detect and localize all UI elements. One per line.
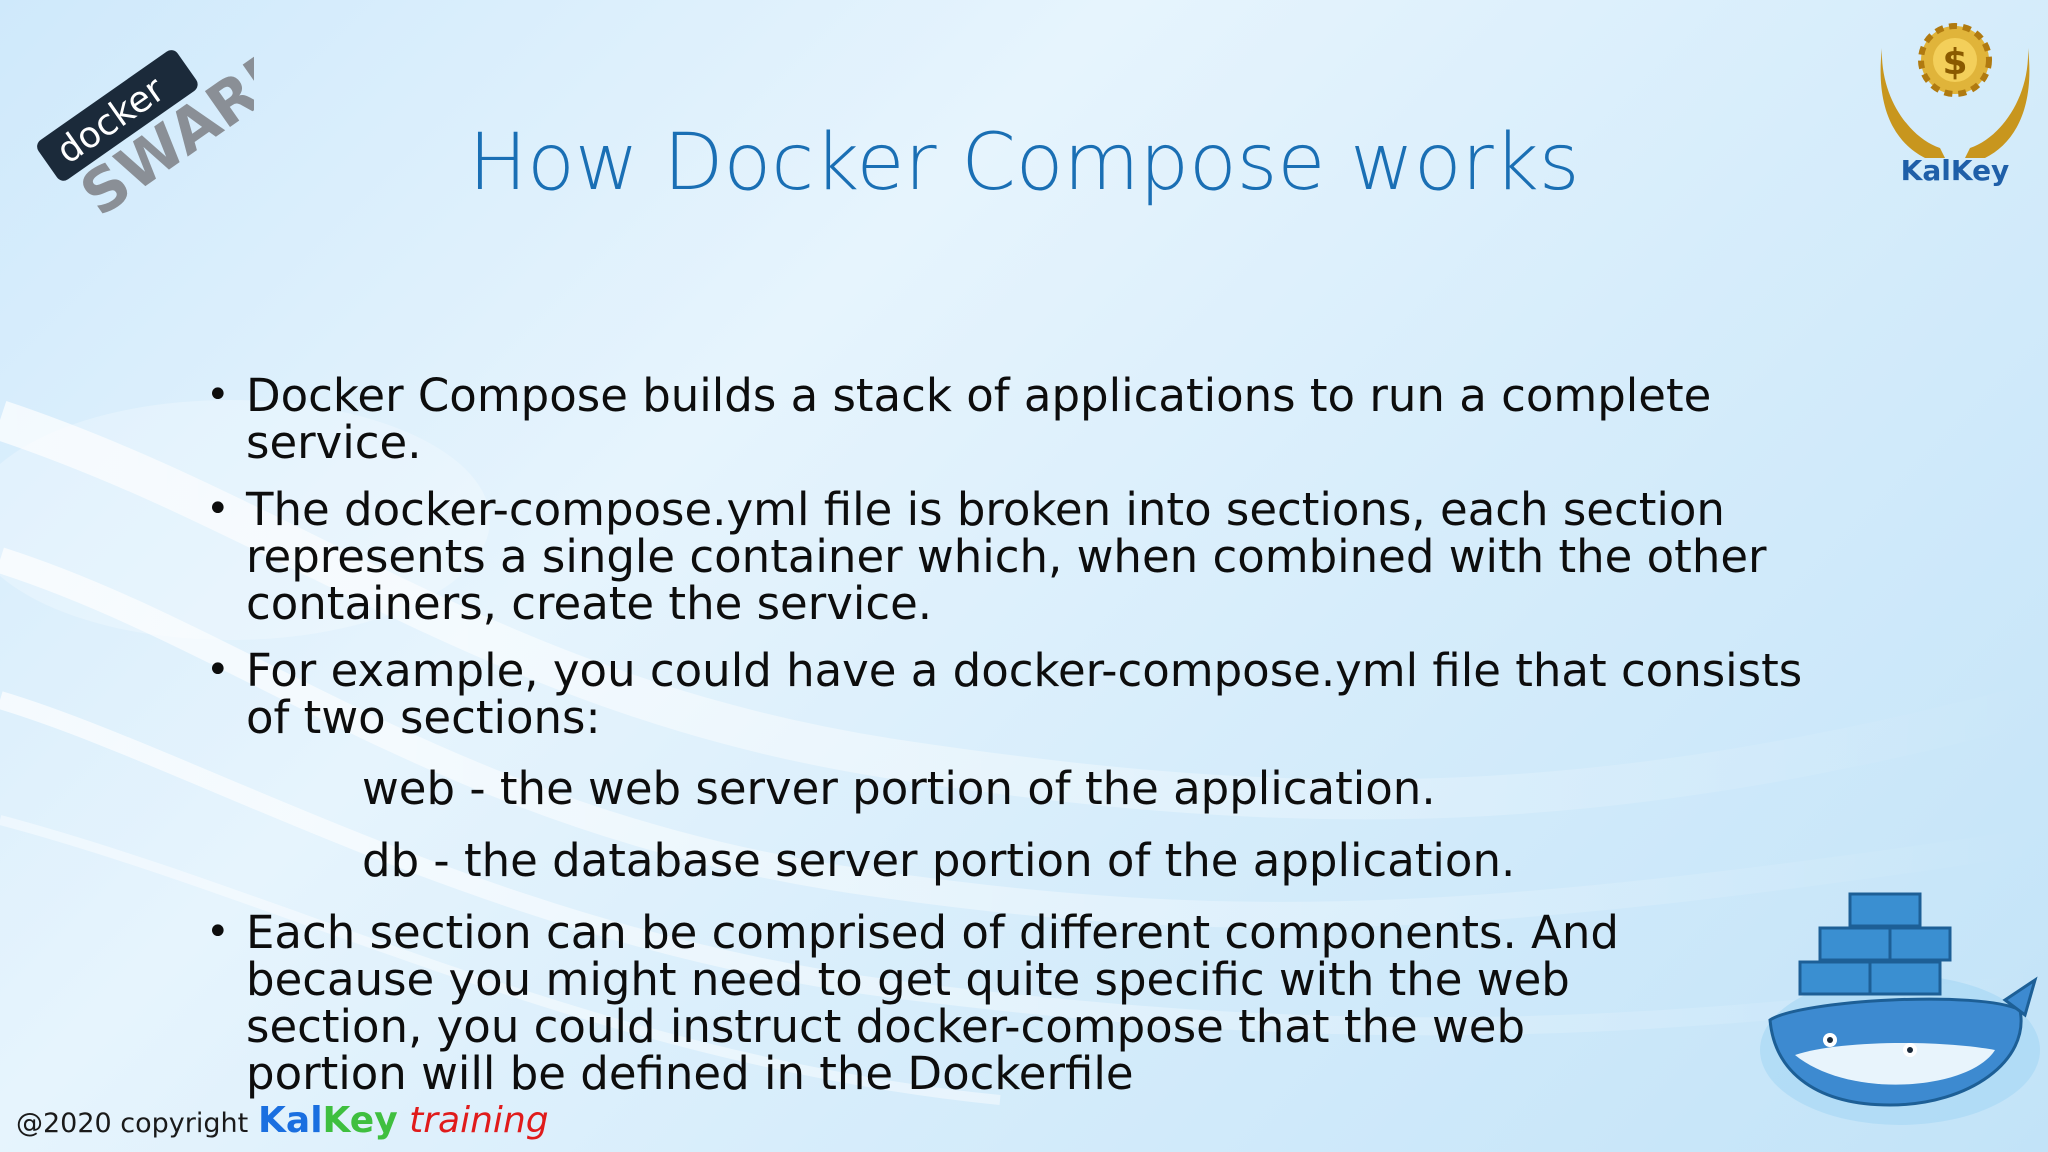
brand-training: training: [409, 1100, 549, 1141]
bullet-dot: •: [206, 486, 230, 532]
kalkey-logo: $ KalKey: [1880, 23, 2030, 187]
bullet-item: • Docker Compose builds a stack of appli…: [200, 372, 1820, 466]
bullet-dot: •: [206, 647, 230, 693]
bullet-dot: •: [206, 372, 230, 418]
bullet-text: For example, you could have a docker-com…: [246, 644, 1803, 744]
bullet-item: • The docker-compose.yml file is broken …: [200, 486, 1820, 627]
svg-text:KalKey: KalKey: [1901, 154, 2010, 187]
sub-item-db: db - the database server portion of the …: [362, 834, 1516, 887]
bullet-item: • Each section can be comprised of diffe…: [200, 909, 1820, 1097]
bullet-text: Each section can be comprised of differe…: [246, 906, 1619, 1100]
bullet-text: The docker-compose.yml file is broken in…: [246, 483, 1767, 630]
sub-item-web: web - the web server portion of the appl…: [362, 762, 1436, 815]
slide-title: How Docker Compose works: [468, 118, 1580, 208]
docker-whale-illustration: [1760, 892, 2040, 1125]
svg-text:$: $: [1942, 42, 1967, 83]
bullet-dot: •: [206, 909, 230, 955]
copyright-text: @2020 copyright: [16, 1108, 249, 1139]
brand-name: KalKey training: [258, 1100, 549, 1141]
brand-key: Key: [322, 1100, 398, 1141]
docker-swarm-logo: docker SWARM: [37, 24, 254, 230]
brand-kal: Kal: [258, 1100, 323, 1141]
bullet-list: • Docker Compose builds a stack of appli…: [200, 372, 1820, 1117]
bullet-text: Docker Compose builds a stack of applica…: [246, 369, 1712, 469]
bullet-item: • For example, you could have a docker-c…: [200, 647, 1820, 741]
